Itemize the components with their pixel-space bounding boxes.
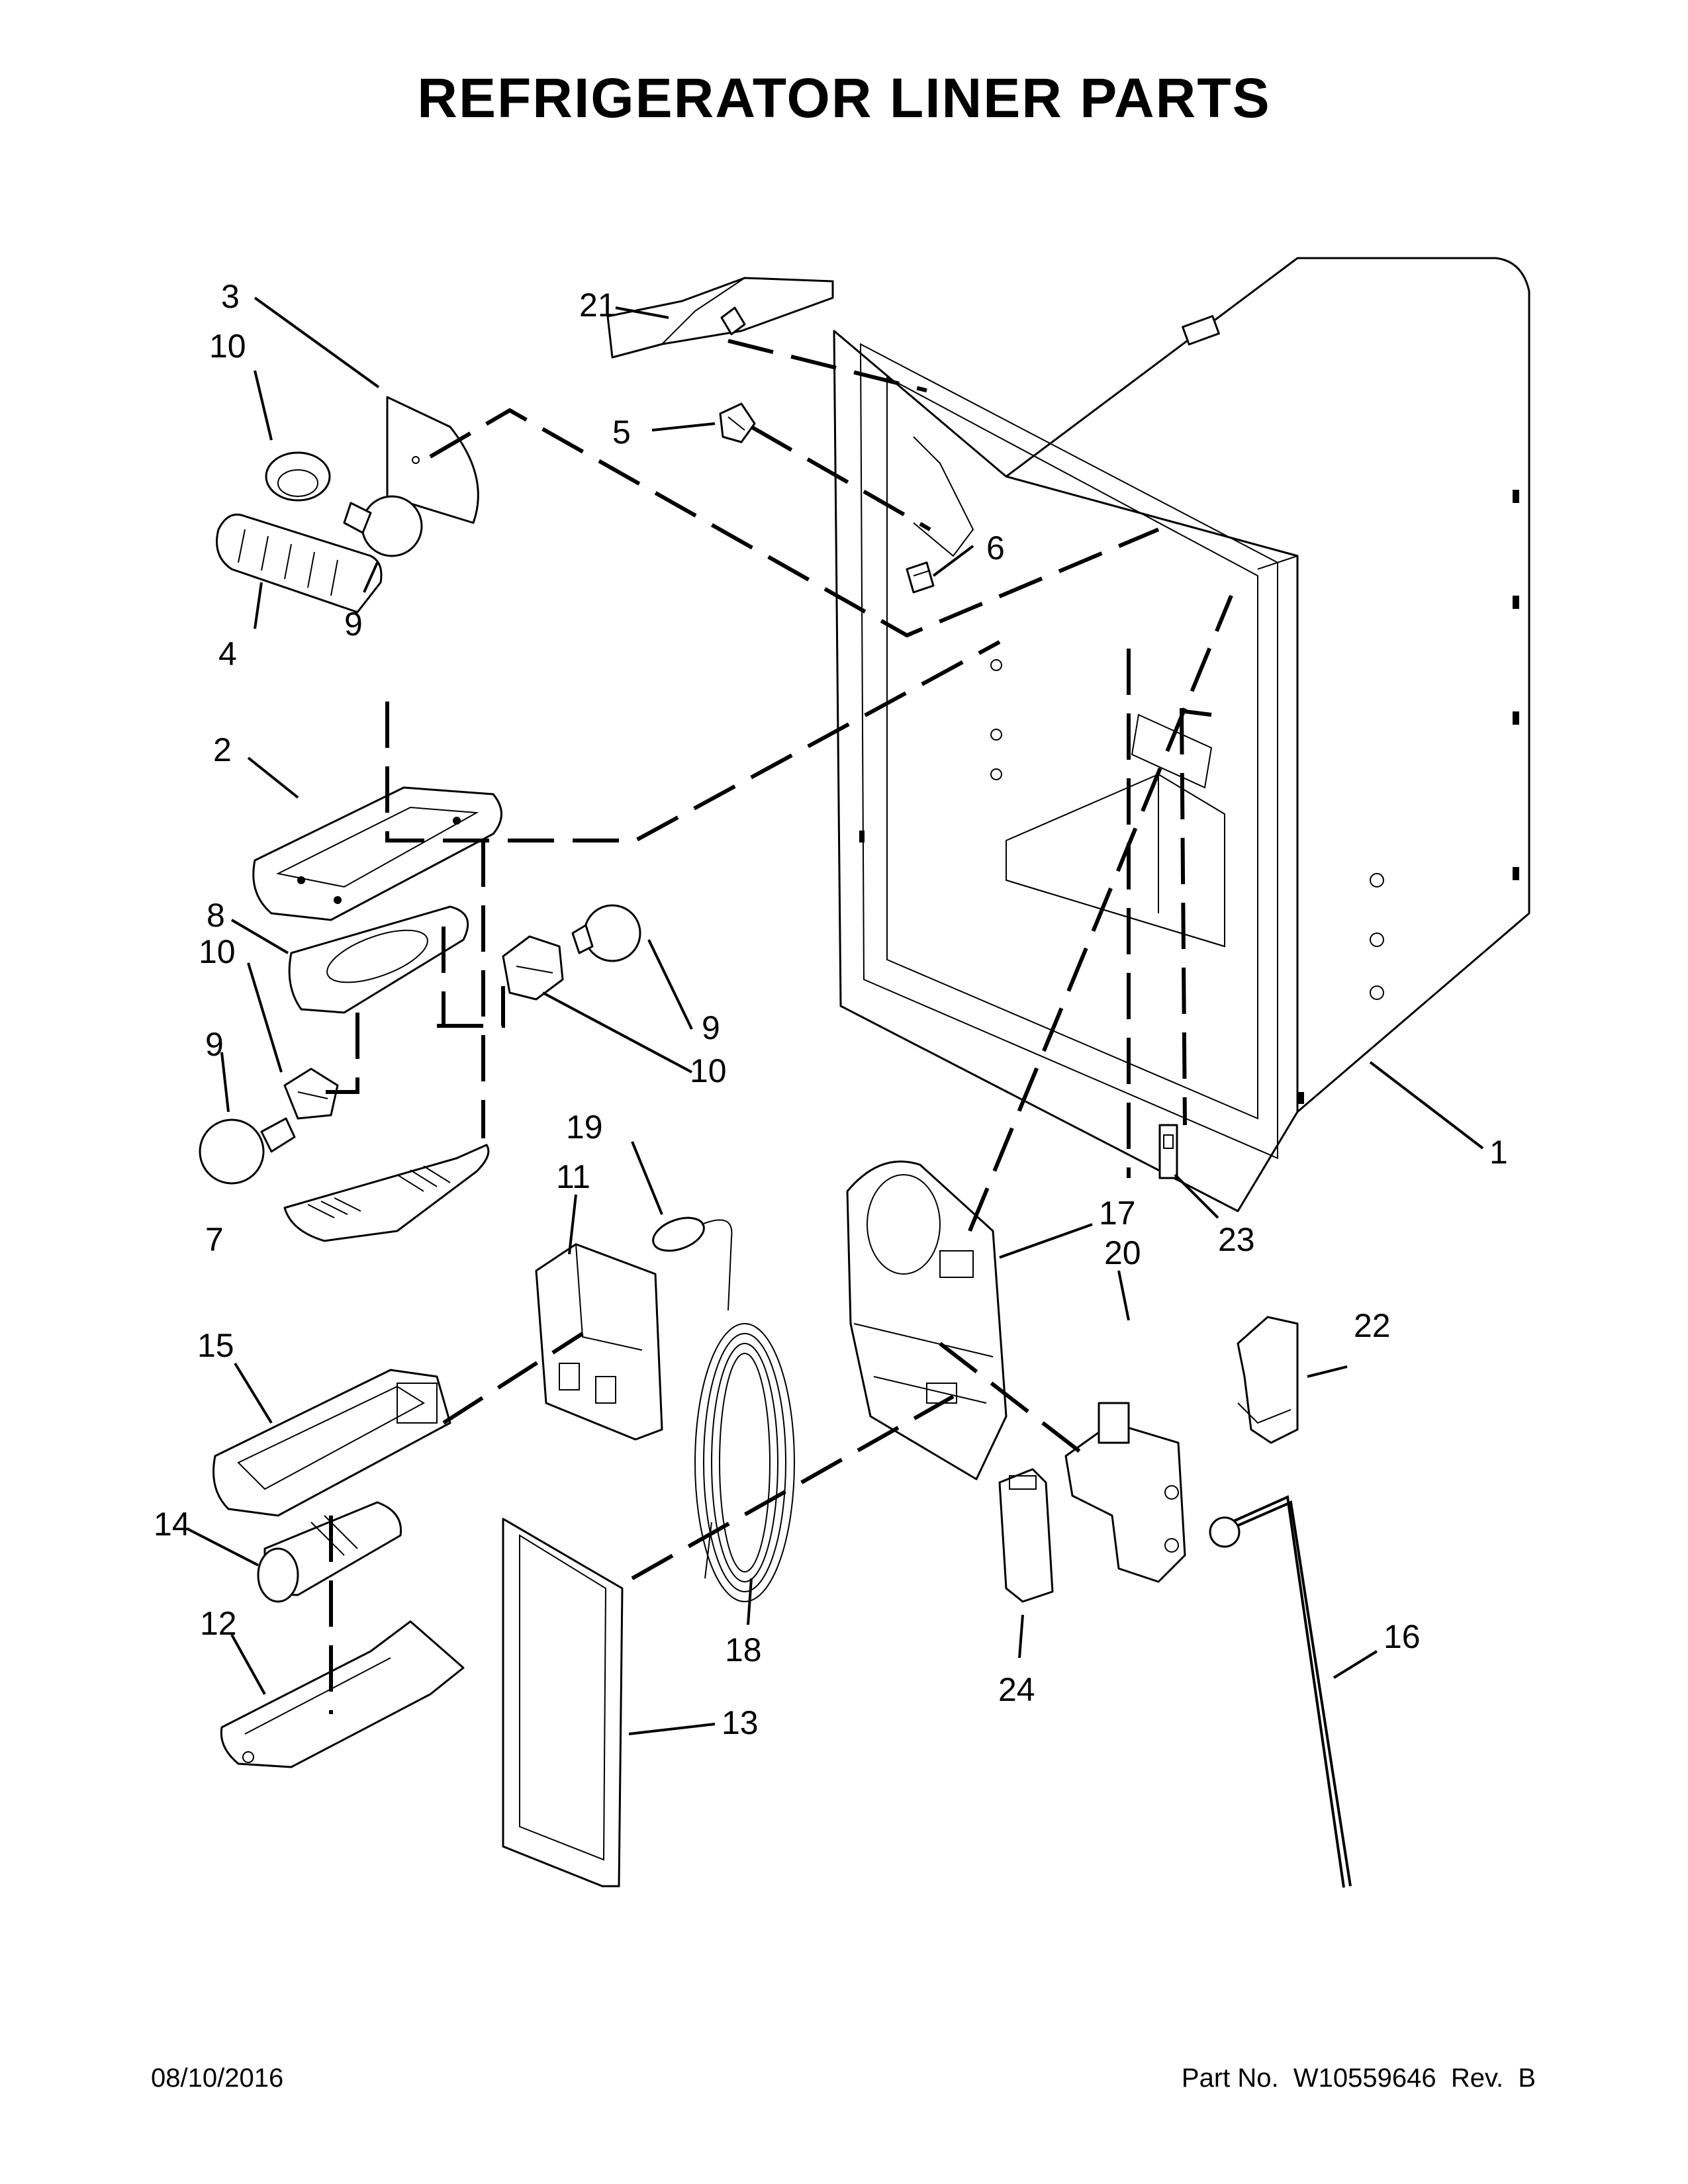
callout-12[interactable]: 12 (200, 1605, 237, 1642)
callout-10b[interactable]: 10 (199, 933, 236, 970)
part-2-housing[interactable] (252, 786, 502, 921)
part-7-lens[interactable] (283, 1144, 490, 1242)
callout-9b[interactable]: 9 (205, 1026, 224, 1063)
callout-20[interactable]: 20 (1104, 1234, 1141, 1271)
part-15-filter-housing[interactable] (212, 1369, 451, 1517)
part-21-duct[interactable] (606, 277, 834, 359)
callout-11[interactable]: 11 (556, 1158, 590, 1195)
part-19-thermistor[interactable] (649, 1212, 733, 1311)
callout-9a[interactable]: 9 (344, 606, 363, 643)
callout-18[interactable]: 18 (725, 1631, 762, 1668)
part-13-panel[interactable] (502, 1518, 624, 1888)
part-5-clip[interactable] (719, 402, 756, 443)
callout-16[interactable]: 16 (1383, 1618, 1421, 1655)
part-11-bracket[interactable] (535, 1243, 663, 1441)
callout-6[interactable]: 6 (986, 529, 1005, 567)
part-20-water-valve[interactable] (1064, 1402, 1186, 1583)
part-1-liner[interactable] (833, 257, 1530, 1212)
part-10-socket-left[interactable] (283, 1068, 339, 1120)
callout-1[interactable]: 1 (1489, 1134, 1508, 1171)
page-title: REFRIGERATOR LINER PARTS (417, 67, 1271, 129)
callout-3[interactable]: 3 (221, 278, 240, 315)
callout-17[interactable]: 17 (1099, 1195, 1136, 1232)
part-22-cover[interactable] (1237, 1316, 1299, 1444)
part-18-wire-harness[interactable] (694, 1323, 795, 1602)
part-9-bulb-top[interactable] (343, 495, 423, 557)
part-16-water-tube[interactable] (1209, 1495, 1352, 1888)
callout-21[interactable]: 21 (579, 287, 616, 324)
part-10-socket-top[interactable] (265, 451, 331, 502)
callout-5[interactable]: 5 (612, 414, 631, 451)
part-12-filter-door[interactable] (220, 1620, 465, 1768)
assembly-lines (311, 339, 1233, 1714)
part-24-bracket[interactable] (998, 1468, 1054, 1603)
callout-13[interactable]: 13 (722, 1704, 759, 1741)
callout-9c[interactable]: 9 (702, 1009, 720, 1046)
leader-lines (187, 296, 1484, 1735)
part-3-shield[interactable] (386, 396, 479, 524)
part-10-socket-mid[interactable] (502, 935, 564, 1001)
callout-14[interactable]: 14 (154, 1506, 191, 1543)
part-17-bracket[interactable] (846, 1160, 1008, 1480)
footer-date: 08/10/2016 (151, 2064, 284, 2093)
callout-2[interactable]: 2 (213, 731, 232, 768)
callout-8[interactable]: 8 (207, 897, 225, 934)
callout-10a[interactable]: 10 (209, 328, 246, 365)
callout-19[interactable]: 19 (566, 1109, 603, 1146)
callout-24[interactable]: 24 (998, 1671, 1035, 1708)
callout-7[interactable]: 7 (205, 1221, 224, 1258)
part-9-bulb-mid[interactable] (571, 904, 641, 962)
callout-10c[interactable]: 10 (690, 1052, 727, 1089)
part-23-switch[interactable] (1158, 1124, 1178, 1179)
part-8-housing[interactable] (288, 905, 469, 1014)
part-6-clip[interactable] (906, 561, 935, 594)
footer-part-number: Part No. W10559646 Rev. B (1181, 2064, 1536, 2093)
part-4-lens[interactable] (216, 514, 383, 614)
part-9-bulb-left[interactable] (199, 1117, 296, 1185)
callout-23[interactable]: 23 (1218, 1221, 1255, 1258)
callout-15[interactable]: 15 (197, 1327, 234, 1364)
callout-4[interactable]: 4 (218, 635, 237, 672)
callout-22[interactable]: 22 (1354, 1307, 1391, 1344)
